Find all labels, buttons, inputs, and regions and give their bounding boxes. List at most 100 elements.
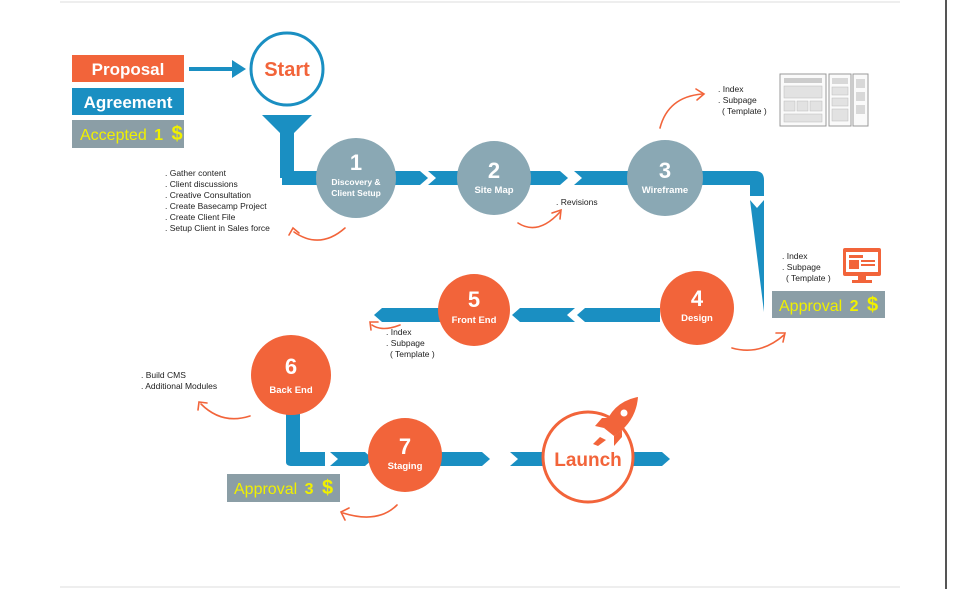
step-1: 1 Discovery & Client Setup [316, 138, 396, 218]
step-3: 3 Wireframe [627, 140, 703, 216]
step-title: Staging [388, 461, 423, 472]
proposal-arrow-line [189, 67, 235, 71]
flow-path [189, 60, 764, 466]
notes-backend: . Build CMS . Additional Modules [141, 370, 217, 391]
launch-node: Launch [541, 410, 635, 504]
start-label: Start [264, 59, 310, 81]
step-number: 6 [285, 354, 297, 379]
annotation-arrows [197, 88, 786, 521]
launch-label: Launch [554, 450, 622, 471]
step-number: 3 [659, 158, 671, 183]
note-line: . Subpage [386, 338, 425, 348]
step-number: 4 [691, 286, 704, 311]
curved-arrow-icon [197, 401, 251, 420]
approval2-number: 2 [850, 298, 859, 315]
badge-accepted: Accepted 1 $ [72, 120, 184, 148]
path-segment [282, 171, 324, 185]
step-4: 4 Design [660, 271, 734, 345]
note-line: ( Template ) [722, 106, 767, 116]
dollar-icon: $ [867, 294, 878, 316]
note-line: . Create Basecamp Project [165, 201, 267, 211]
step-number: 2 [488, 158, 500, 183]
approval3-label: Approval [234, 481, 297, 498]
dollar-icon: $ [172, 123, 183, 145]
note-line: . Index [718, 84, 744, 94]
path-arrow [525, 171, 568, 185]
note-line: ( Template ) [786, 273, 831, 283]
curved-arrow-icon [731, 332, 786, 351]
note-line: . Create Client File [165, 212, 236, 222]
notes-sitemap: . Revisions [556, 197, 598, 207]
wireframe-thumbnail [779, 73, 869, 127]
note-line: . Index [782, 251, 808, 261]
step-2: 2 Site Map [457, 141, 531, 215]
step-title: Front End [452, 315, 497, 326]
note-line: . Revisions [556, 197, 598, 207]
badge-proposal: Proposal [72, 55, 184, 82]
step-number: 1 [350, 150, 362, 175]
path-arrow [330, 452, 373, 466]
path-arrow [510, 452, 548, 466]
note-line: . Subpage [718, 95, 757, 105]
step-7: 7 Staging [368, 418, 442, 492]
badge-approval-2: Approval 2 $ [772, 291, 885, 318]
step-number: 7 [399, 434, 411, 459]
path-arrow [574, 171, 635, 185]
approval3-number: 3 [305, 481, 314, 498]
monitor-icon [843, 248, 881, 283]
svg-text:Approval 2 $: Approval 2 $ [779, 294, 878, 316]
path-arrow [632, 452, 670, 466]
step-title: Back End [269, 385, 312, 396]
note-line: . Index [386, 327, 412, 337]
step-number: 5 [468, 287, 480, 312]
step-5: 5 Front End [438, 274, 510, 346]
badge-agreement-label: Agreement [84, 93, 173, 112]
note-line: . Subpage [782, 262, 821, 272]
curved-arrow-icon [517, 208, 562, 229]
funnel [262, 115, 312, 152]
curved-arrow-icon [659, 88, 706, 129]
note-line: . Build CMS [141, 370, 186, 380]
step-title: Wireframe [642, 185, 688, 196]
accepted-label: Accepted [80, 127, 147, 144]
step-title: Discovery & [331, 177, 380, 187]
path-vertical [286, 410, 300, 454]
path-arrow [512, 308, 575, 322]
note-line: . Client discussions [165, 179, 238, 189]
note-line: ( Template ) [390, 349, 435, 359]
notes-frontend: . Index . Subpage ( Template ) [386, 327, 435, 359]
note-line: . Setup Client in Sales force [165, 223, 270, 233]
badge-proposal-label: Proposal [92, 60, 165, 79]
badge-approval-3: Approval 3 $ [227, 474, 340, 502]
note-line: . Creative Consultation [165, 190, 251, 200]
accepted-number: 1 [154, 127, 163, 144]
path-vertical [750, 200, 764, 312]
notes-wireframe: . Index . Subpage ( Template ) [718, 84, 767, 116]
svg-text:Approval 3 $: Approval 3 $ [234, 477, 333, 499]
path-arrow [374, 308, 440, 322]
step-title-line2: Client Setup [331, 188, 381, 198]
curved-arrow-icon [339, 504, 398, 521]
step-title: Design [681, 313, 713, 324]
note-line: . Gather content [165, 168, 227, 178]
path-arrow [577, 308, 660, 322]
step-title: Site Map [474, 185, 513, 196]
path-arrow [428, 171, 465, 185]
path-corner [286, 450, 325, 466]
path-arrow [438, 452, 490, 466]
rocket-icon [593, 397, 638, 446]
step-6: 6 Back End [251, 335, 331, 415]
notes-discovery: . Gather content . Client discussions . … [165, 168, 270, 233]
curved-arrow-icon [369, 321, 401, 331]
proposal-arrow-head [232, 60, 246, 78]
note-line: . Additional Modules [141, 381, 217, 391]
path-arrow [392, 171, 428, 185]
notes-design: . Index . Subpage ( Template ) [782, 251, 831, 283]
approval2-label: Approval [779, 298, 842, 315]
start-node: Start [249, 31, 325, 107]
dollar-icon: $ [322, 477, 333, 499]
badge-agreement: Agreement [72, 88, 184, 115]
path-corner [700, 171, 764, 196]
